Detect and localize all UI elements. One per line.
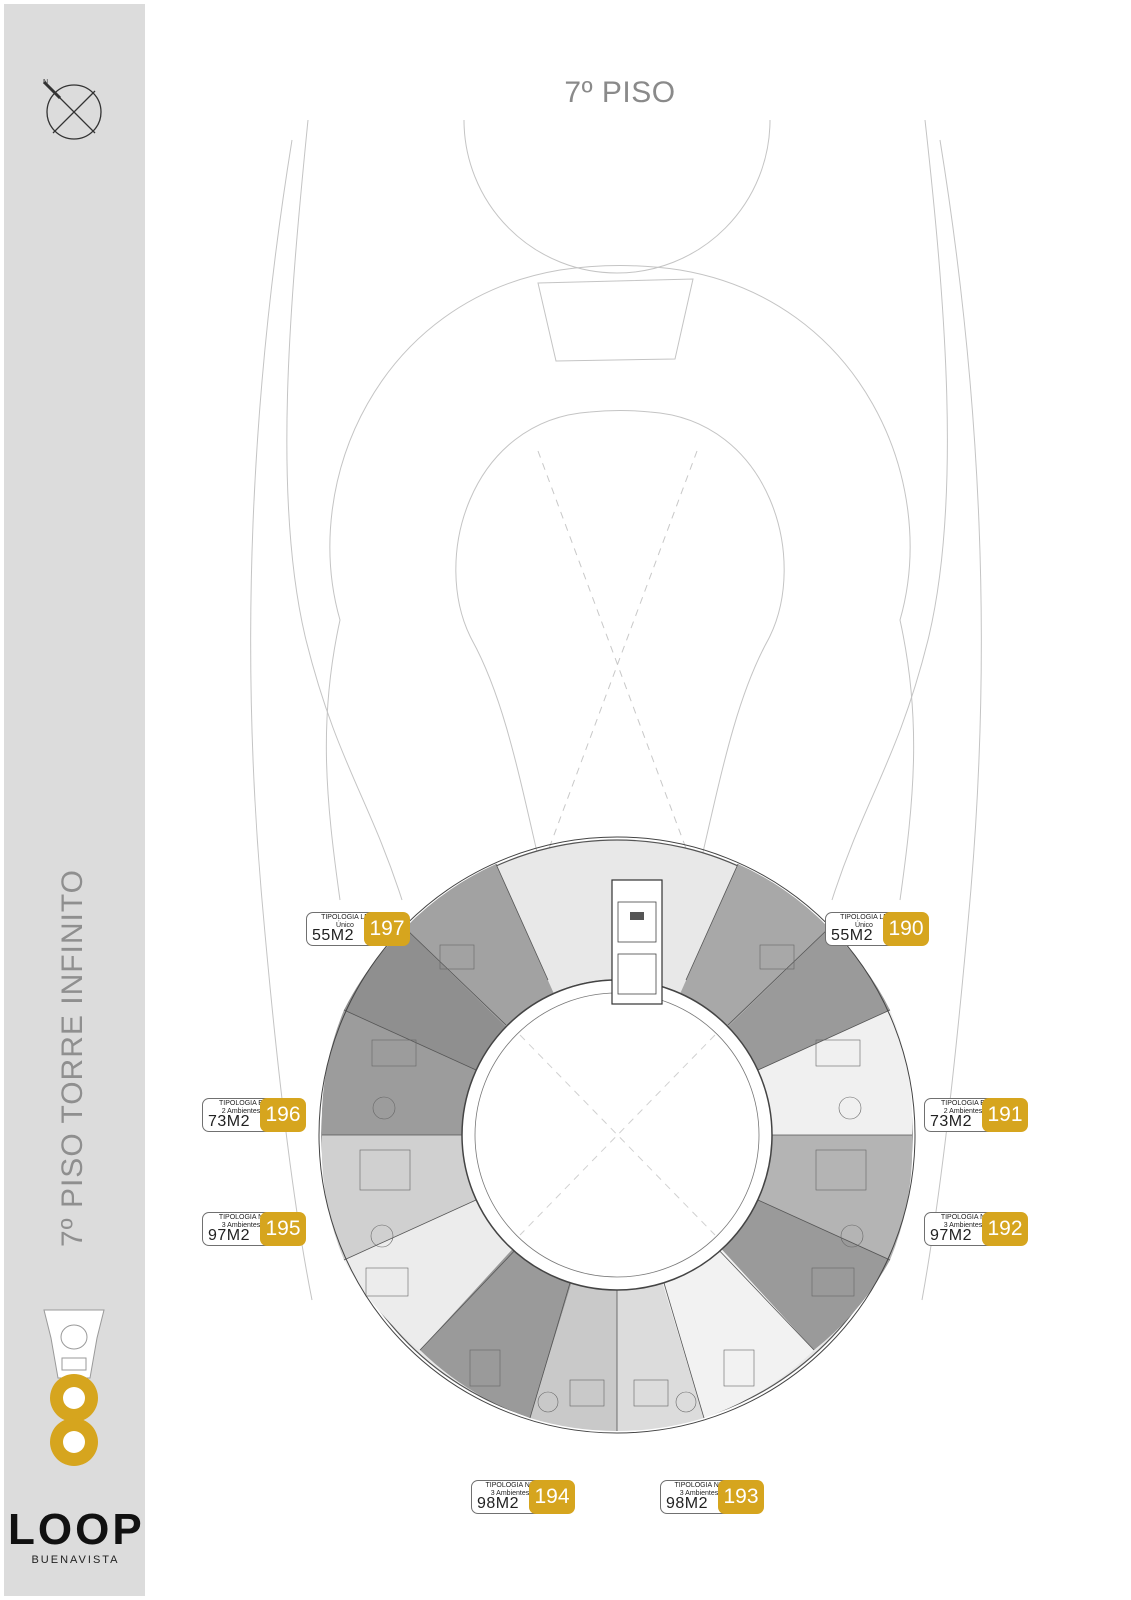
- unit-number: 194: [529, 1480, 575, 1514]
- unit-area: 98M2: [477, 1495, 520, 1512]
- unit-number: 193: [718, 1480, 764, 1514]
- unit-area: 73M2: [208, 1113, 251, 1130]
- unit-number: 196: [260, 1098, 306, 1132]
- unit-area: 97M2: [930, 1227, 973, 1244]
- unit-area: 55M2: [831, 927, 874, 944]
- unit-number: 197: [364, 912, 410, 946]
- page-title: 7º PISO: [564, 76, 676, 109]
- brand-logo: LOOP BUENAVISTA: [8, 1505, 145, 1567]
- site-dashed-lines: [537, 450, 698, 879]
- north-label: N: [43, 79, 48, 86]
- unit-area: 97M2: [208, 1227, 251, 1244]
- brand-name: LOOP: [8, 1505, 145, 1554]
- unit-number: 195: [260, 1212, 306, 1246]
- tower-emblem-icon: [43, 1309, 105, 1466]
- tower-ring: [318, 836, 916, 1434]
- unit-number: 192: [982, 1212, 1028, 1246]
- unit-area: 55M2: [312, 927, 355, 944]
- site-outline: [250, 119, 982, 1301]
- north-arrow-icon: N: [42, 79, 102, 140]
- brand-subtitle: BUENAVISTA: [31, 1554, 120, 1566]
- unit-number: 191: [982, 1098, 1028, 1132]
- unit-area: 98M2: [666, 1495, 709, 1512]
- unit-number: 190: [883, 912, 929, 946]
- unit-area: 73M2: [930, 1113, 973, 1130]
- vertical-title-text: 7º PISO TORRE INFINITO: [56, 868, 89, 1248]
